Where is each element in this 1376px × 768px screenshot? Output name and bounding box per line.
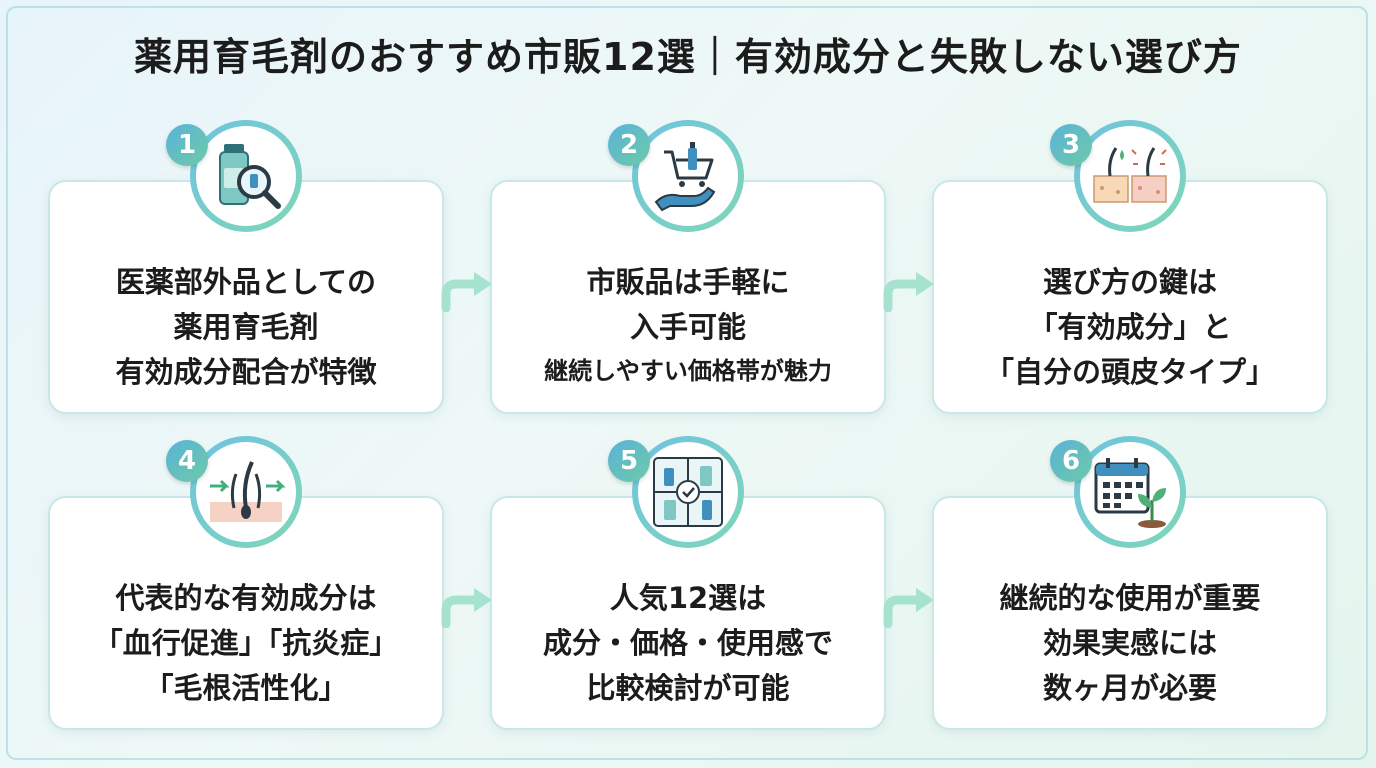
step-1-line-1: 医薬部外品としての xyxy=(115,265,377,299)
arrow-right-icon xyxy=(441,272,492,312)
step-text-3: 選び方の鍵は 「有効成分」と 「自分の頭皮タイプ」 xyxy=(934,260,1326,395)
step-5-icon-ring xyxy=(632,436,744,548)
step-text-5: 人気12選は 成分・価格・使用感で 比較検討が可能 xyxy=(492,576,884,711)
step-4-line-2: 「血行促進」「抗炎症」 xyxy=(93,626,399,660)
page-frame xyxy=(6,6,1368,760)
step-text-2: 市販品は手軽に 入手可能 継続しやすい価格帯が魅力 xyxy=(492,260,884,392)
step-3-line-2: 「有効成分」と xyxy=(1028,310,1232,344)
arrow-right-icon xyxy=(883,588,934,628)
step-1-number-badge: 1 xyxy=(166,124,208,166)
step-6-line-3: 数ヶ月が必要 xyxy=(1042,671,1217,705)
hair-follicle-icon xyxy=(210,461,286,522)
step-5-line-1: 人気12選は xyxy=(609,581,767,615)
step-3-number-badge: 3 xyxy=(1050,124,1092,166)
step-1-line-3: 有効成分配合が特徴 xyxy=(115,355,377,389)
step-2-number-badge: 2 xyxy=(608,124,650,166)
step-3-line-3: 「自分の頭皮タイプ」 xyxy=(984,355,1275,389)
step-card-3: 選び方の鍵は 「有効成分」と 「自分の頭皮タイプ」 xyxy=(932,180,1328,414)
step-6-line-2: 効果実感には xyxy=(1042,626,1217,660)
step-6-icon-ring xyxy=(1074,436,1186,548)
arrow-right-icon xyxy=(883,272,934,312)
page-title: 薬用育毛剤のおすすめ市販12選｜有効成分と失敗しない選び方 xyxy=(134,35,1242,79)
step-card-5: 人気12選は 成分・価格・使用感で 比較検討が可能 xyxy=(490,496,886,730)
step-3-icon-ring xyxy=(1074,120,1186,232)
step-4-number-badge: 4 xyxy=(166,440,208,482)
step-6-line-1: 継続的な使用が重要 xyxy=(999,581,1261,615)
step-4-icon-ring xyxy=(190,436,302,548)
step-4-line-1: 代表的な有効成分は xyxy=(115,581,377,615)
bottle-magnifier-icon xyxy=(219,144,281,209)
step-1-line-2: 薬用育毛剤 xyxy=(173,310,319,344)
arrow-right-icon xyxy=(441,588,492,628)
product-grid-icon xyxy=(653,457,723,527)
step-text-4: 代表的な有効成分は 「血行促進」「抗炎症」 「毛根活性化」 xyxy=(50,576,442,711)
step-6-number-badge: 6 xyxy=(1050,440,1092,482)
step-2-line-3: 継続しやすい価格帯が魅力 xyxy=(544,357,832,385)
step-2-icon-ring xyxy=(632,120,744,232)
step-5-number-badge: 5 xyxy=(608,440,650,482)
step-3-line-1: 選び方の鍵は xyxy=(1042,265,1217,299)
step-4-line-3: 「毛根活性化」 xyxy=(144,671,348,705)
scalp-types-icon xyxy=(1093,147,1167,203)
step-1-icon-ring xyxy=(190,120,302,232)
step-card-2: 市販品は手軽に 入手可能 継続しやすい価格帯が魅力 xyxy=(490,180,886,414)
step-2-line-1: 市販品は手軽に xyxy=(586,265,790,299)
step-2-line-2: 入手可能 xyxy=(629,310,746,344)
step-text-1: 医薬部外品としての 薬用育毛剤 有効成分配合が特徴 xyxy=(50,260,442,395)
calendar-sprout-icon xyxy=(1094,458,1166,528)
step-5-line-2: 成分・価格・使用感で xyxy=(542,626,833,660)
step-text-6: 継続的な使用が重要 効果実感には 数ヶ月が必要 xyxy=(934,576,1326,711)
hand-cart-icon xyxy=(654,142,716,212)
step-5-line-3: 比較検討が可能 xyxy=(586,671,790,705)
